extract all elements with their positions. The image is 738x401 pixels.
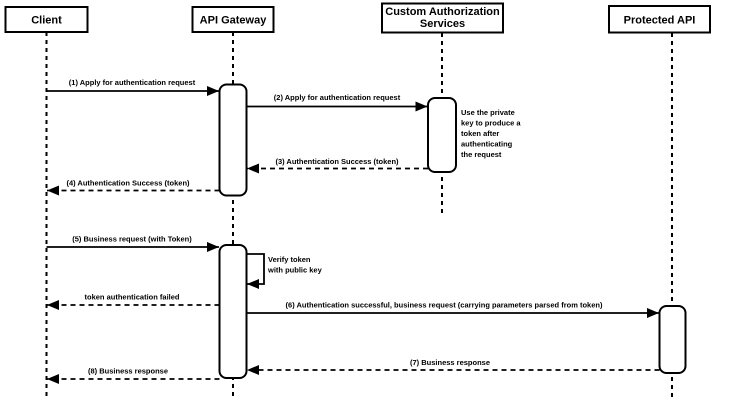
self-message-label-line2: with public key [267,266,323,275]
participant-protected-api-box [608,5,711,34]
participant-client-box [4,6,89,33]
note-line-2: key to produce a [461,119,521,128]
activation-custom-authorization-services [427,97,457,173]
activation-api-gateway-2 [218,244,248,379]
message-6-label: (6) Authentication successful, business … [286,301,603,310]
participant-client-label: Client [31,15,62,27]
message-4-label: (4) Authentication Success (token) [66,179,190,188]
message-3-label: (3) Authentication Success (token) [275,157,399,166]
participant-api-gateway-box [191,6,275,33]
participant-custom-authorization-services-label-line2: Services [420,18,465,30]
participant-api-gateway: API Gateway [191,6,275,33]
participant-client: Client [4,6,89,33]
message-7-label: (7) Business response [410,358,490,367]
activation-protected-api [658,305,687,374]
participant-protected-api-label: Protected API [624,15,696,27]
activation-api-gateway-1 [218,83,248,197]
self-message-arrow [246,253,265,289]
self-message-label-line1: Verify token [268,255,311,264]
participant-protected-api: Protected API [608,5,711,34]
note-line-4: authenticating [461,140,513,149]
participant-custom-authorization-services: Custom Authorization Services [381,2,504,34]
message-5-label: (5) Business request (with Token) [72,235,192,244]
note-private-key: Use the private key to produce a token a… [461,108,521,159]
participant-api-gateway-label: API Gateway [200,15,268,27]
participant-custom-authorization-services-label-line1: Custom Authorization [385,6,500,18]
message-8-label: (8) Business response [88,367,168,376]
message-1-label: (1) Apply for authentication request [69,78,196,87]
note-line-5: the request [461,150,502,159]
message-failed-label: token authentication failed [84,293,179,302]
message-2-label: (2) Apply for authentication request [274,93,401,102]
note-line-1: Use the private [461,108,515,117]
participant-custom-authorization-services-box [381,2,504,34]
note-line-3: token after [461,129,499,138]
